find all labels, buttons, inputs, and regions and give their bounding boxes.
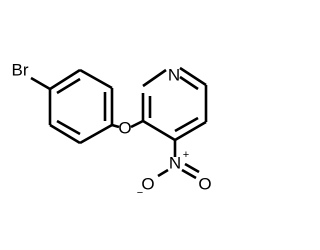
atom-charge-nitro-oxygen: − (137, 187, 143, 199)
bond-py-inner-2 (179, 75, 199, 91)
bond-ring1-inner-3 (56, 119, 81, 136)
bond-c4-o (111, 123, 120, 129)
bond-ring1-inner-1 (56, 77, 81, 95)
bond-py-n1-c6 (179, 66, 207, 87)
atom-label-ring-nitrogen: N (168, 66, 180, 85)
atom-label-nitro-oxygen-top: O (141, 175, 154, 194)
bond-ring1-c1-c2 (49, 68, 81, 91)
bond-py-c5-c4 (174, 120, 207, 142)
atom-charge-nitro-nitrogen: + (183, 149, 189, 161)
bond-br-c1 (30, 76, 51, 91)
bond-py-c4-c3 (142, 119, 176, 142)
bond-py-n1-left (142, 68, 167, 88)
bond-ring1-c2-c3 (79, 68, 113, 90)
molecule-structure-diagram: Br N O N + O − O (12, 61, 212, 200)
atom-label-ether-oxygen: O (118, 119, 131, 138)
bond-nitro-n-o-bottom-2 (184, 162, 200, 174)
bond-nitro-n-o-bottom-1 (181, 168, 197, 180)
atom-label-nitro-oxygen-bottom: O (198, 175, 211, 194)
atom-label-bromine: Br (12, 61, 29, 80)
atom-label-nitro-nitrogen: N (169, 154, 181, 173)
bond-o-c2py (130, 119, 144, 129)
bond-py-inner-3 (174, 116, 199, 133)
bond-nitro-n-o-top (157, 168, 169, 178)
bond-ring1-c4-c5 (79, 123, 113, 145)
bond-ring1-c5-c6 (49, 123, 81, 145)
